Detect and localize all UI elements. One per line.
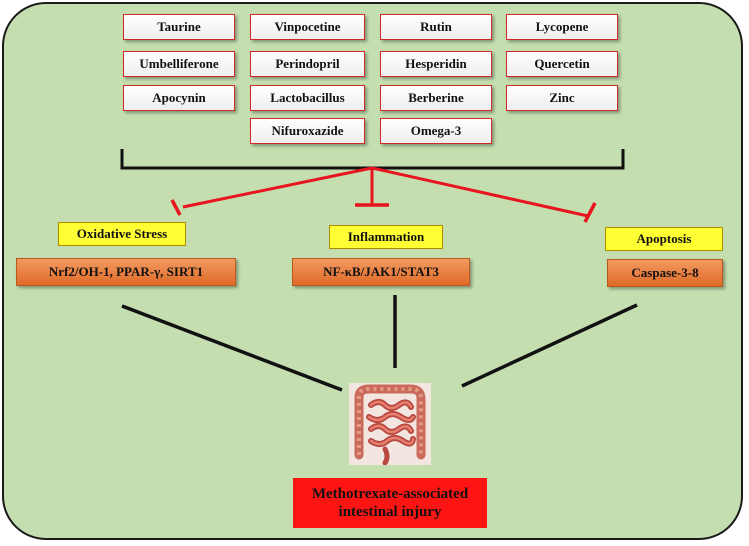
outcome-line-1: Methotrexate-associated xyxy=(311,486,469,502)
drug-box-omega-3: Omega-3 xyxy=(380,118,492,144)
inhibit-line-apoptosis xyxy=(371,166,589,218)
drug-box-zinc: Zinc xyxy=(506,85,618,111)
pathway-label-inflammation: Inflammation xyxy=(329,225,443,249)
pathway-markers-inflammation: NF-κB/JAK1/STAT3 xyxy=(292,258,470,286)
drug-box-hesperidin: Hesperidin xyxy=(380,51,492,77)
drug-bracket xyxy=(120,149,625,170)
drug-box-lycopene: Lycopene xyxy=(506,14,618,40)
intestine-icon xyxy=(349,383,431,465)
pathway-label-apoptosis: Apoptosis xyxy=(605,227,723,251)
pathway-markers-oxidative-stress: Nrf2/OH-1, PPAR-γ, SIRT1 xyxy=(16,258,236,286)
outcome-line-2: intestinal injury xyxy=(338,504,442,520)
inhibit-bar-apoptosis xyxy=(583,202,597,223)
pathway-label-oxidative-stress: Oxidative Stress xyxy=(58,222,186,246)
drug-box-taurine: Taurine xyxy=(123,14,235,40)
link-oxidative-injury xyxy=(121,304,343,392)
drug-box-quercetin: Quercetin xyxy=(506,51,618,77)
inhibit-line-oxidative xyxy=(182,166,373,209)
drug-box-vinpocetine: Vinpocetine xyxy=(250,14,365,40)
drug-box-umbelliferone: Umbelliferone xyxy=(123,51,235,77)
drug-box-apocynin: Apocynin xyxy=(123,85,235,111)
inhibit-bar-oxidative xyxy=(170,199,182,216)
pathway-markers-apoptosis: Caspase-3-8 xyxy=(607,259,723,287)
link-apoptosis-injury xyxy=(461,303,638,388)
drug-box-perindopril: Perindopril xyxy=(250,51,365,77)
drug-box-nifuroxazide: Nifuroxazide xyxy=(250,118,365,144)
drug-box-rutin: Rutin xyxy=(380,14,492,40)
drug-box-berberine: Berberine xyxy=(380,85,492,111)
drug-box-lactobacillus: Lactobacillus xyxy=(250,85,365,111)
outcome-box: Methotrexate-associated intestinal injur… xyxy=(293,478,487,528)
